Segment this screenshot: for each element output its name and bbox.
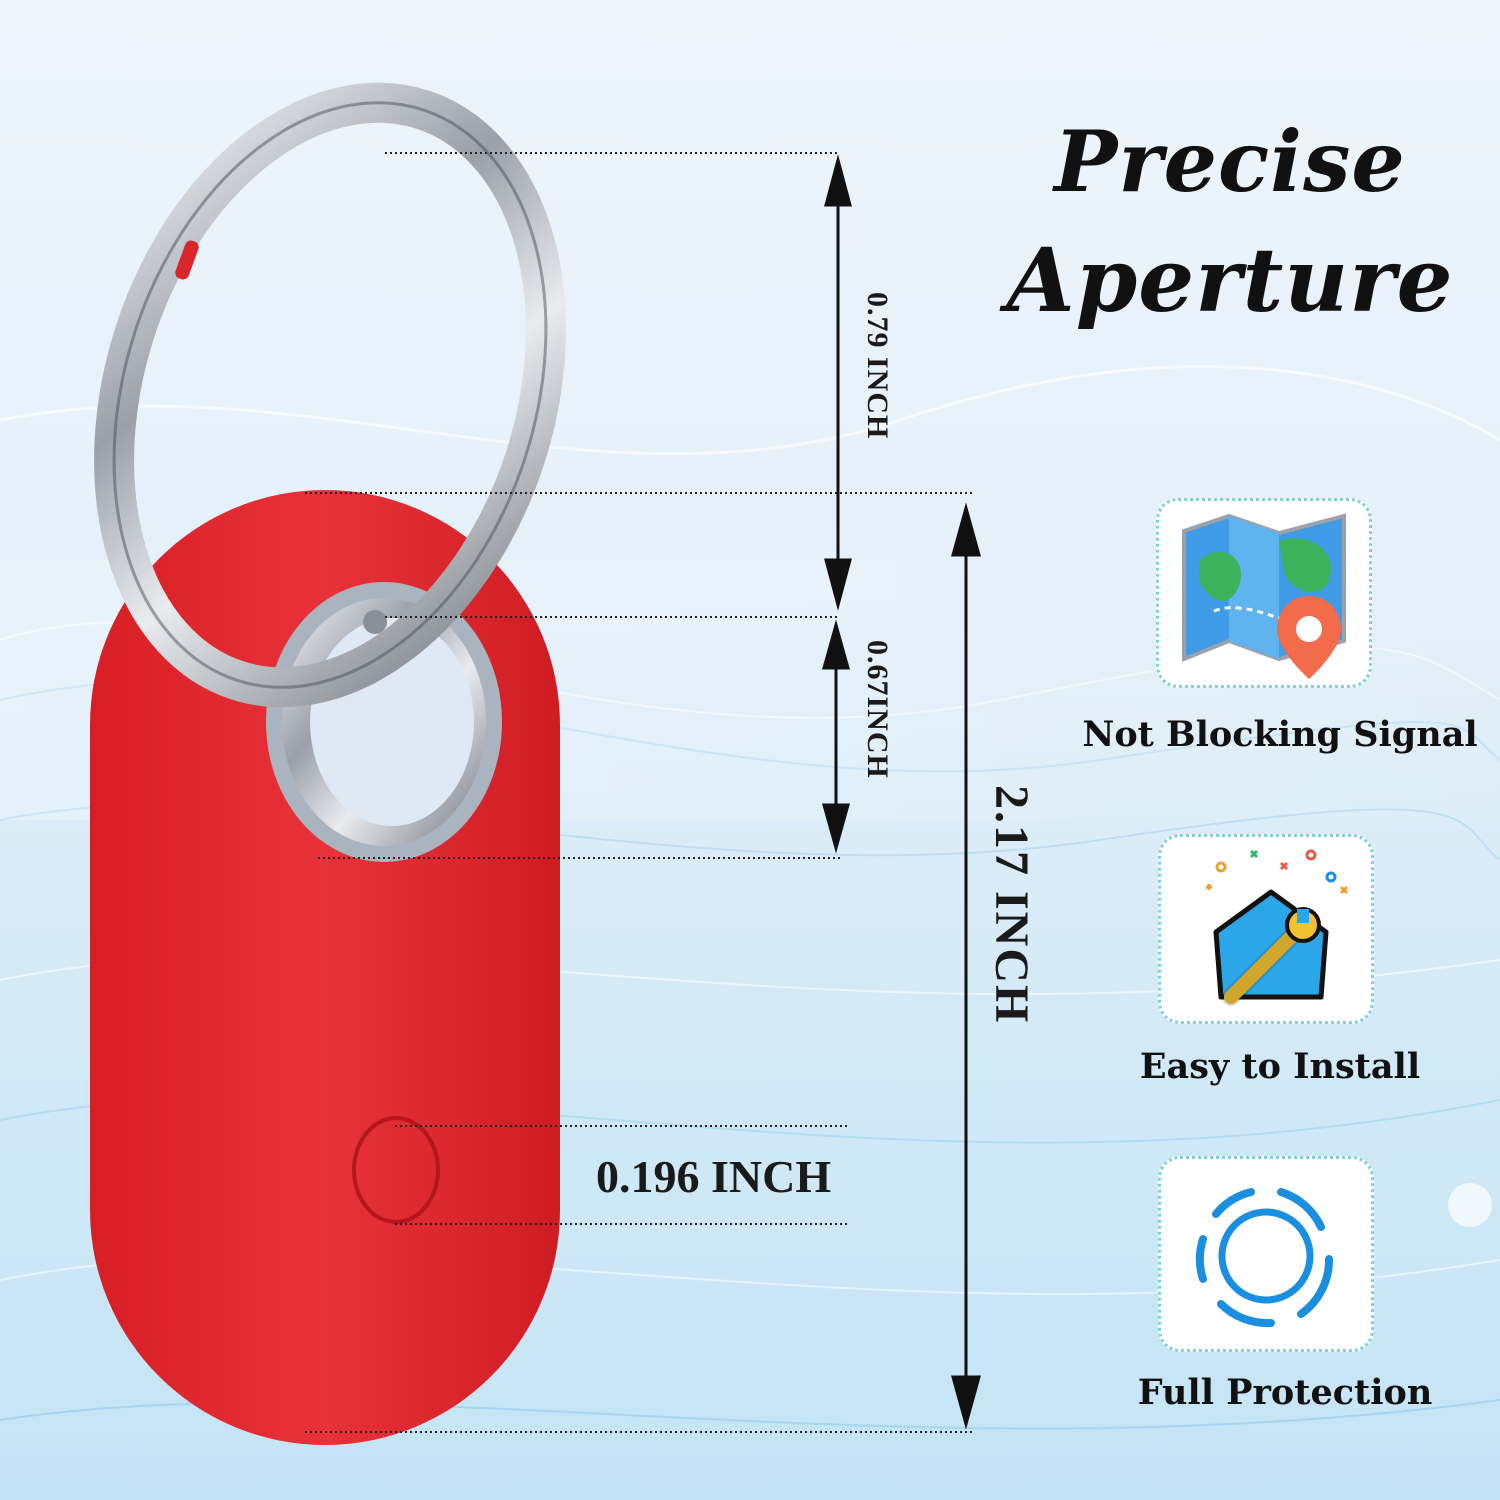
map-location-pin-icon xyxy=(1182,513,1346,679)
total-height-label: 2.17 INCH xyxy=(985,785,1038,1025)
button-size-label: 0.196 INCH xyxy=(596,1151,832,1202)
dimension-arrows xyxy=(822,154,981,1430)
house-wrench-icon xyxy=(1206,849,1349,1006)
feature-card-protect xyxy=(1158,1156,1374,1352)
dimension-guides xyxy=(305,152,972,1433)
key-ring xyxy=(94,82,566,708)
feature-card-install xyxy=(1158,834,1374,1024)
hole-diameter-label: 0.67INCH xyxy=(861,640,894,779)
headline-line-1: Precise xyxy=(1054,112,1406,211)
ring-diameter-label: 0.79 INCH xyxy=(861,292,894,440)
feature-label-signal: Not Blocking Signal xyxy=(1082,714,1478,755)
headline-line-2: Aperture xyxy=(1006,228,1454,332)
protection-rings-icon xyxy=(1195,1188,1334,1328)
feature-label-install: Easy to Install xyxy=(1139,1046,1421,1087)
feature-label-protect: Full Protection xyxy=(1137,1372,1433,1413)
feature-card-signal xyxy=(1156,498,1372,688)
